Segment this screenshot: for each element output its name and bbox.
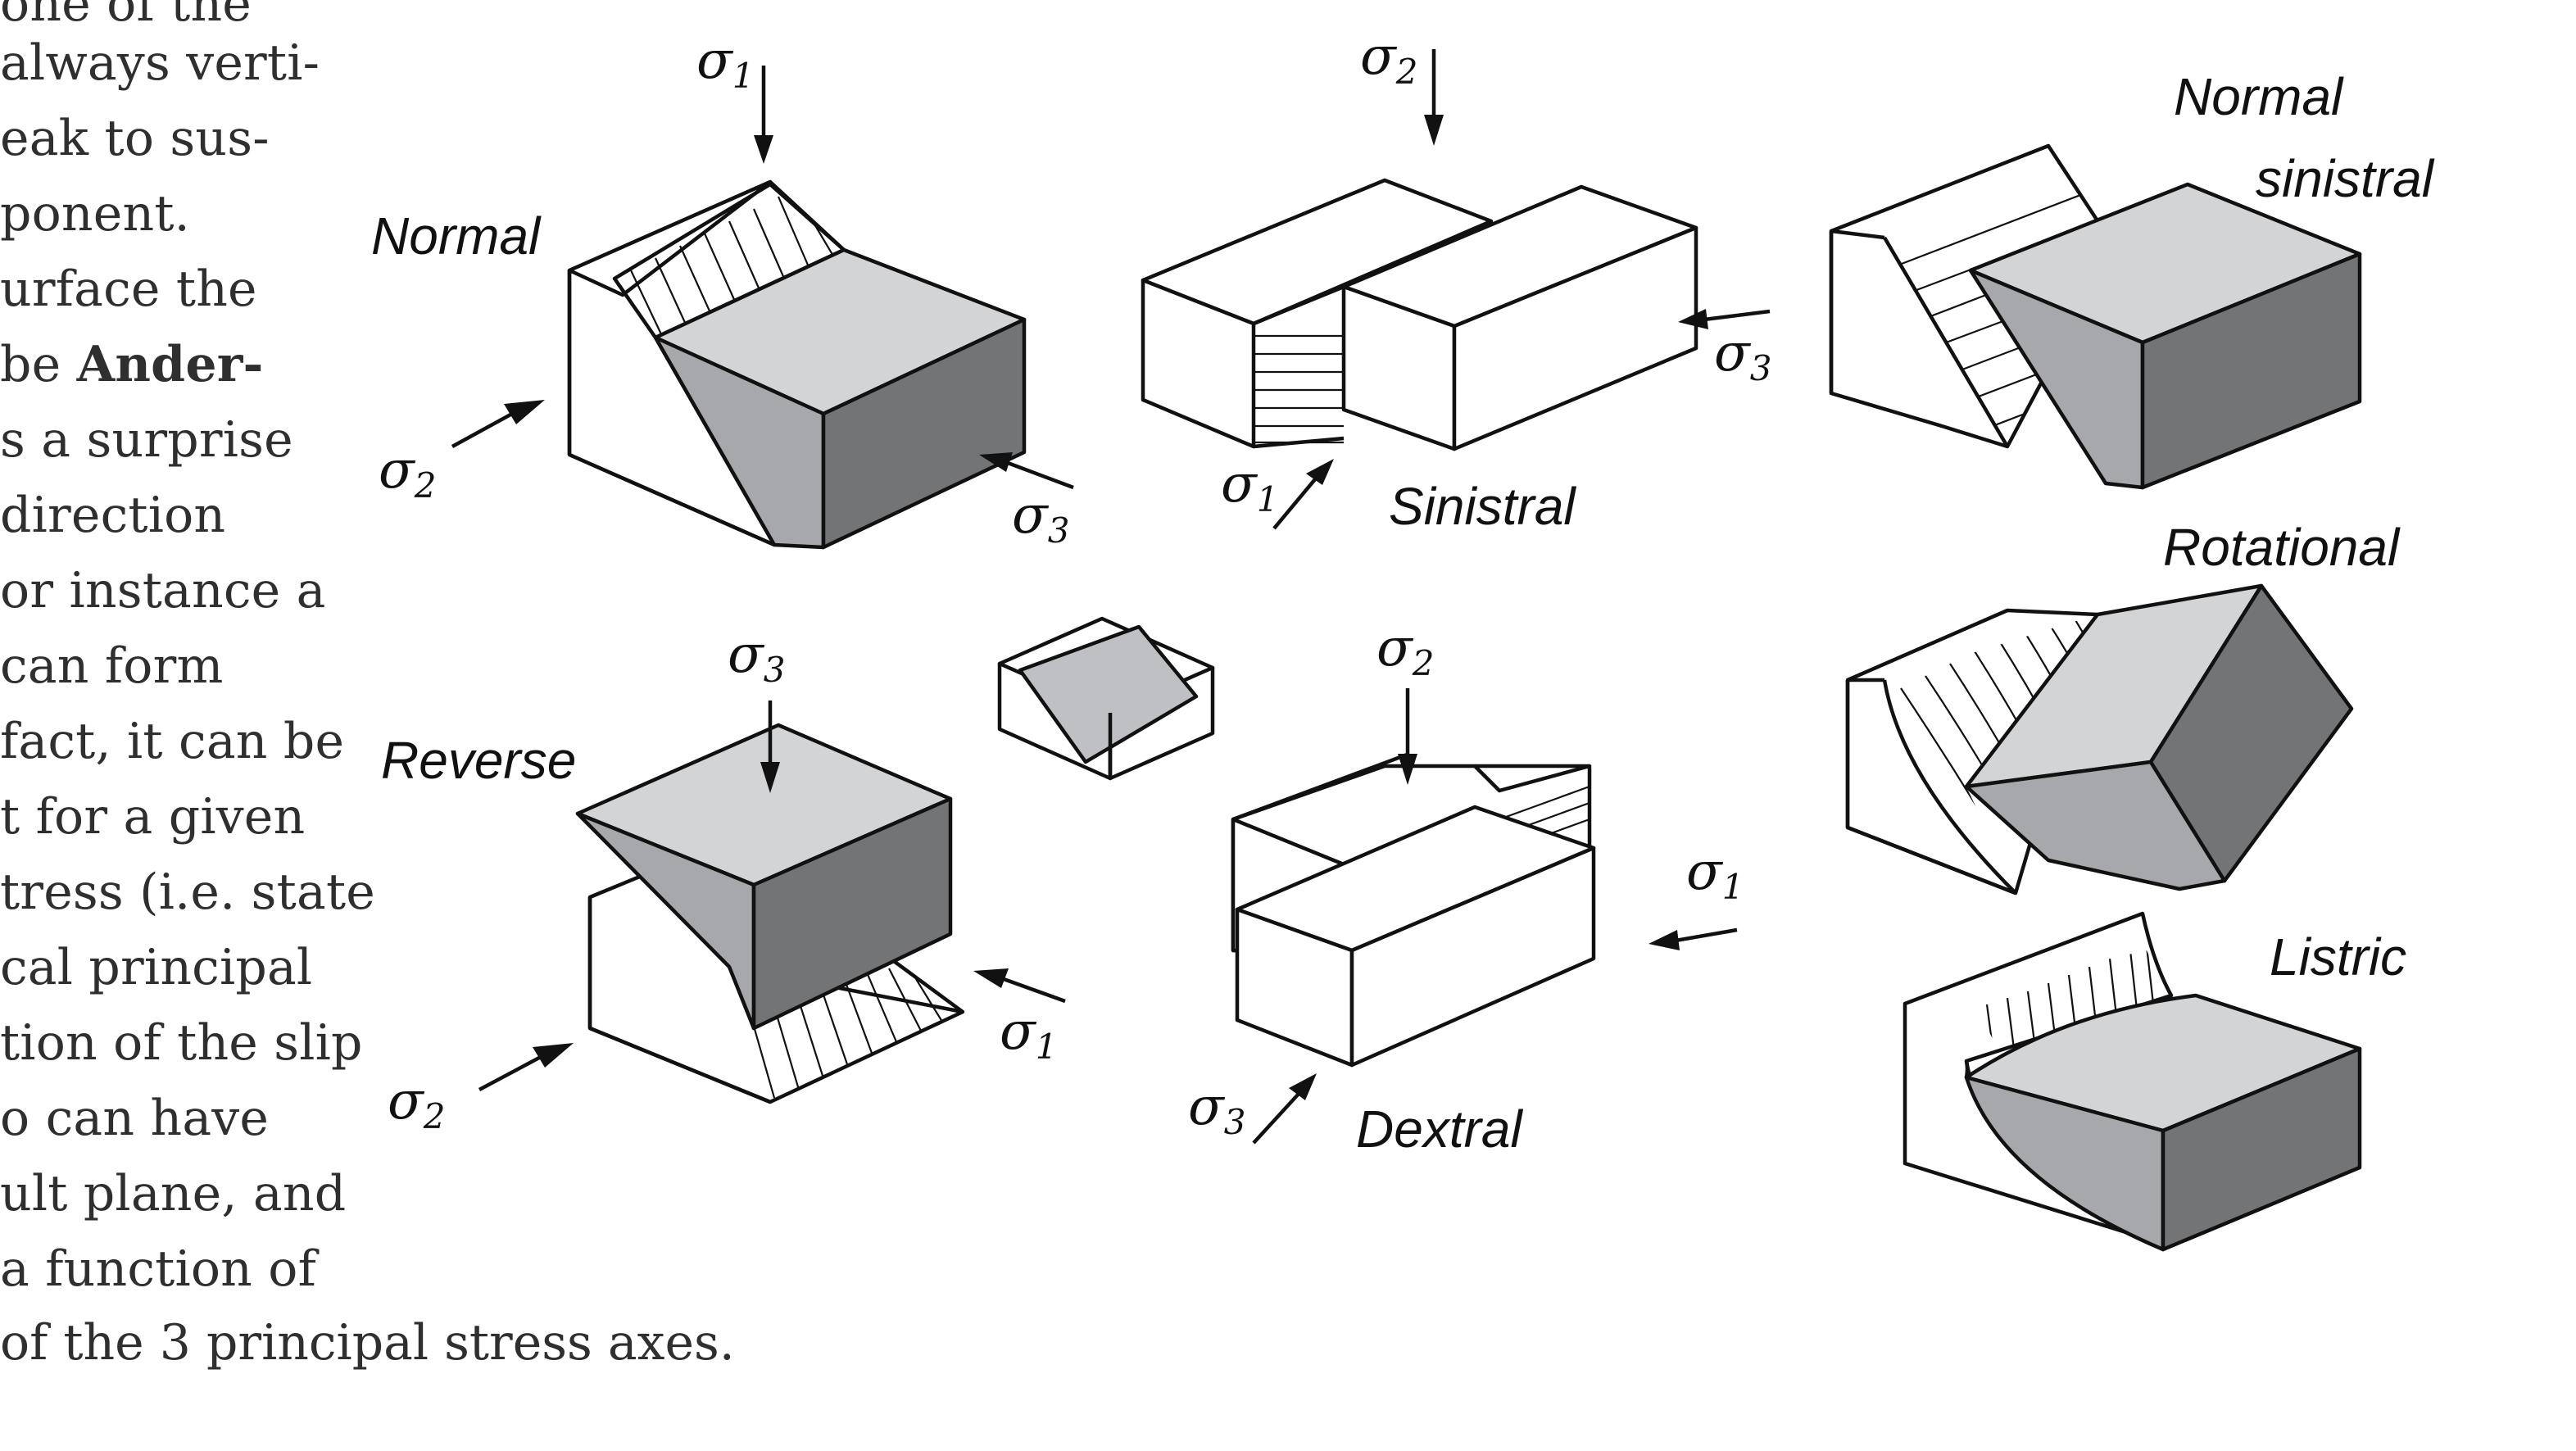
text-line: tion of the slip — [0, 1014, 363, 1072]
text-line: urface the — [0, 261, 257, 318]
text-line: direction — [0, 487, 226, 544]
normal-sigma2: σ2 — [379, 440, 436, 506]
normal-label: Normal — [371, 206, 542, 265]
text-line: one of the — [0, 0, 252, 33]
normal-sigma1: σ1 — [696, 30, 754, 96]
text-line: always verti- — [0, 34, 320, 92]
listric-striations — [1966, 950, 2155, 1059]
normal-sigma3: σ3 — [1012, 485, 1069, 551]
inset-block-diagram — [997, 616, 1215, 781]
text-line: o can have — [0, 1090, 270, 1147]
sigma-symbol: σ — [1686, 841, 1724, 902]
sigma-symbol: σ — [1012, 485, 1050, 546]
text-line: s a surprise — [0, 411, 293, 469]
reverse-fault-block — [575, 723, 965, 1104]
sigma-subscript: 1 — [732, 56, 755, 96]
sigma-subscript: 1 — [1036, 1027, 1058, 1067]
text-line: or instance a — [0, 562, 326, 619]
sigma-subscript: 3 — [1048, 510, 1070, 551]
text-line: can form — [0, 637, 224, 695]
sigma-symbol: σ — [1360, 26, 1398, 87]
listric-fault-block — [1903, 911, 2362, 1252]
normal-arrows — [451, 66, 1074, 490]
text-line: ponent. — [0, 185, 190, 243]
sigma-subscript: 1 — [1257, 479, 1279, 519]
sigma-symbol: σ — [1000, 1001, 1037, 1062]
text-line-last: of the 3 principal stress axes. — [0, 1314, 735, 1372]
sigma-symbol: σ — [1188, 1077, 1226, 1137]
dextral-sigma2: σ2 — [1376, 618, 1434, 683]
text-line: ult plane, and — [0, 1165, 347, 1222]
sigma-symbol: σ — [388, 1071, 425, 1131]
sigma-subscript: 3 — [764, 650, 786, 690]
dextral-label: Dextral — [1356, 1100, 1524, 1159]
sigma-subscript: 3 — [1224, 1102, 1246, 1142]
text-line: cal principal — [0, 939, 313, 996]
sigma-symbol: σ — [696, 30, 734, 91]
text-line: tress (i.e. state — [0, 864, 375, 921]
reverse-sigma3: σ3 — [728, 624, 785, 690]
dextral-sigma3: σ3 — [1188, 1077, 1245, 1142]
sinistral-arrows — [1272, 49, 1771, 530]
sigma-symbol: σ — [1221, 454, 1259, 515]
reverse-sigma2: σ2 — [388, 1071, 445, 1136]
normal-sinistral-label-line1: Normal — [2174, 67, 2344, 126]
sigma-subscript: 2 — [1412, 643, 1435, 683]
text-line: t for a given — [0, 788, 306, 846]
bold-term: Ander- — [76, 336, 264, 393]
dextral-fault-blocks — [1231, 751, 1596, 1068]
normal-fault-block — [567, 179, 1027, 550]
text-fragment: be — [0, 336, 77, 393]
sinistral-striations — [1254, 334, 1344, 444]
sinistral-sigma1: σ1 — [1221, 454, 1278, 519]
sigma-subscript: 2 — [414, 465, 437, 506]
sinistral-label: Sinistral — [1389, 477, 1576, 536]
reverse-label: Reverse — [381, 731, 576, 790]
dextral-sigma1: σ1 — [1686, 841, 1744, 907]
body-text-column: one of the always verti- eak to sus- pon… — [0, 0, 377, 1393]
sinistral-sigma2: σ2 — [1360, 26, 1417, 92]
reverse-sigma1: σ1 — [1000, 1001, 1057, 1067]
reverse-arrows — [478, 701, 1066, 1091]
sigma-subscript: 2 — [1395, 52, 1418, 92]
sigma-symbol: σ — [1376, 618, 1414, 678]
rotational-fault-block — [1845, 583, 2354, 896]
sinistral-fault-blocks — [1141, 178, 1698, 451]
text-line: be Ander- — [0, 336, 264, 393]
sigma-symbol: σ — [728, 624, 765, 685]
sigma-symbol: σ — [379, 440, 416, 501]
rotational-label: Rotational — [2163, 518, 2401, 577]
sinistral-sigma3: σ3 — [1714, 323, 1771, 388]
sigma-subscript: 2 — [423, 1096, 446, 1136]
text-line: a function of — [0, 1240, 317, 1298]
text-line: fact, it can be — [0, 713, 345, 770]
sigma-subscript: 3 — [1750, 348, 1772, 388]
normal-sinistral-label-line2: sinistral — [2256, 149, 2435, 208]
text-line: eak to sus- — [0, 110, 270, 167]
sigma-symbol: σ — [1714, 323, 1752, 383]
listric-label: Listric — [2270, 927, 2406, 986]
dextral-arrows — [1252, 688, 1738, 1145]
sigma-subscript: 1 — [1722, 867, 1744, 907]
